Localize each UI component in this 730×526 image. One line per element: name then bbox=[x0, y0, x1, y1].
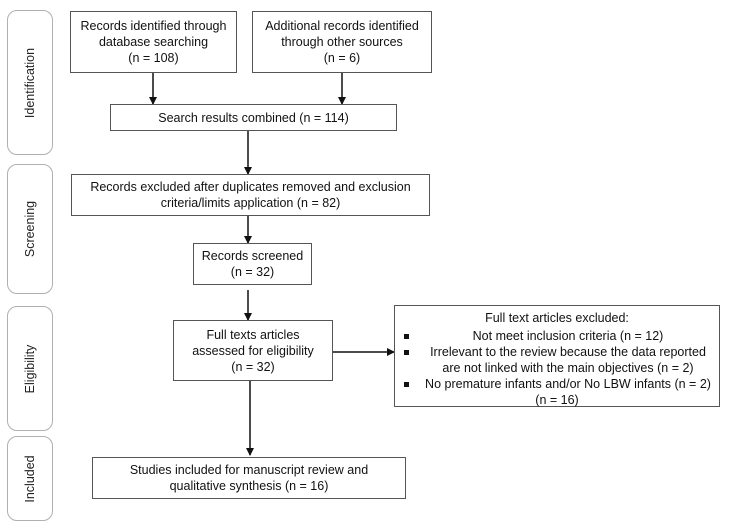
list-item: Not meet inclusion criteria (n = 12) bbox=[399, 328, 715, 344]
excluded-title: Full text articles excluded: bbox=[485, 311, 629, 325]
list-item: No premature infants and/or No LBW infan… bbox=[399, 376, 715, 392]
excluded-reasons-list: Not meet inclusion criteria (n = 12) Irr… bbox=[399, 328, 715, 392]
excluded-total: (n = 16) bbox=[535, 393, 579, 407]
box-records-screened: Records screened (n = 32) bbox=[193, 243, 312, 285]
stage-eligibility: Eligibility bbox=[7, 306, 53, 431]
stage-identification: Identification bbox=[7, 10, 53, 155]
stage-screening: Screening bbox=[7, 164, 53, 294]
box-studies-included: Studies included for manuscript review a… bbox=[92, 457, 406, 499]
stage-included: Included bbox=[7, 436, 53, 521]
box-search-combined: Search results combined (n = 114) bbox=[110, 104, 397, 131]
box-database-records: Records identified through database sear… bbox=[70, 11, 237, 73]
box-records-excluded: Records excluded after duplicates remove… bbox=[71, 174, 430, 216]
box-fulltext-excluded: Full text articles excluded: Not meet in… bbox=[394, 305, 720, 407]
box-eligibility-assessed: Full texts articles assessed for eligibi… bbox=[173, 320, 333, 381]
list-item: Irrelevant to the review because the dat… bbox=[399, 344, 715, 376]
box-additional-records: Additional records identified through ot… bbox=[252, 11, 432, 73]
